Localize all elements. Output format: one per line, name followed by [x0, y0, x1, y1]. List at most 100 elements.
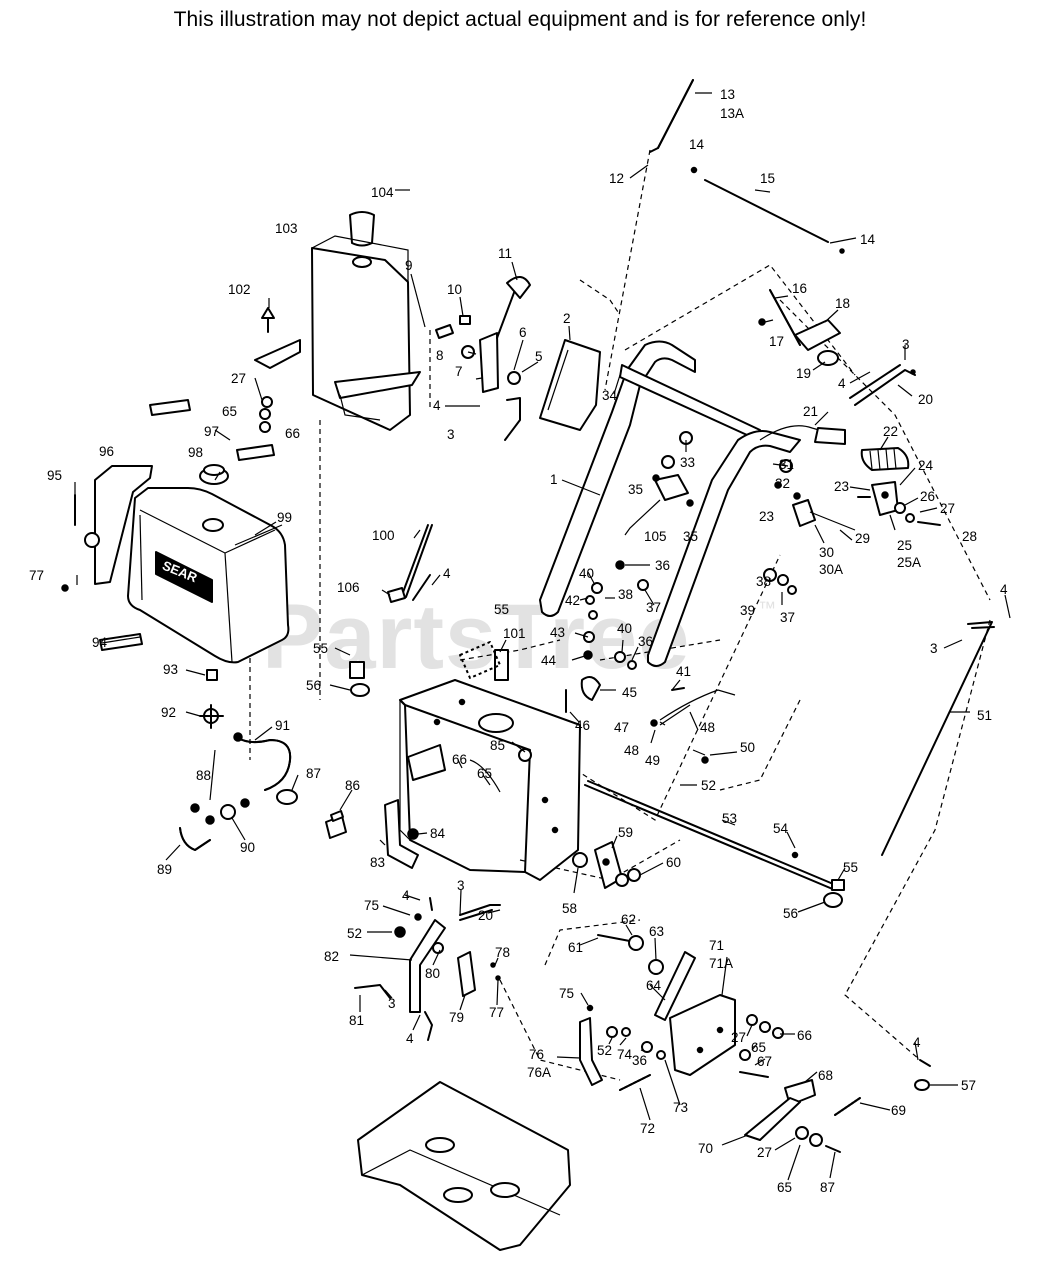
callout-84: 84 — [430, 826, 446, 841]
callout-44: 44 — [541, 653, 557, 668]
callout-37: 37 — [780, 610, 795, 625]
callout-24: 24 — [918, 458, 934, 473]
callout-4: 4 — [406, 1031, 414, 1046]
callout-5: 5 — [535, 349, 543, 364]
callout-55: 55 — [494, 602, 509, 617]
callout-45: 45 — [622, 685, 637, 700]
callout-63: 63 — [649, 924, 664, 939]
callout-48: 48 — [700, 720, 715, 735]
callout-98: 98 — [188, 445, 203, 460]
callout-3: 3 — [447, 427, 455, 442]
callout-39: 39 — [740, 603, 755, 618]
callout-87: 87 — [306, 766, 321, 781]
callout-100: 100 — [372, 528, 395, 543]
callout-55: 55 — [843, 860, 858, 875]
callout-94: 94 — [92, 635, 108, 650]
partstree-watermark: PartsTree — [262, 586, 691, 688]
lower-center-linkage — [579, 1004, 666, 1091]
callout-18: 18 — [835, 296, 850, 311]
throttle-rod — [387, 524, 433, 603]
callout-3: 3 — [388, 996, 396, 1011]
callout-34: 34 — [602, 388, 618, 403]
callout-28: 28 — [962, 529, 977, 544]
callout-29: 29 — [855, 531, 870, 546]
callout-61: 61 — [568, 940, 583, 955]
panel-bracket-assembly — [254, 211, 421, 431]
callout-6: 6 — [519, 325, 527, 340]
callout-40: 40 — [617, 621, 632, 636]
callout-66: 66 — [285, 426, 300, 441]
callout-57: 57 — [961, 1078, 976, 1093]
callout-3: 3 — [930, 641, 938, 656]
callout-16: 16 — [792, 281, 807, 296]
callout-8: 8 — [436, 348, 444, 363]
callout-10: 10 — [447, 282, 462, 297]
callout-89: 89 — [157, 862, 172, 877]
callout-21: 21 — [803, 404, 818, 419]
callout-43: 43 — [550, 625, 565, 640]
callout-74: 74 — [617, 1047, 633, 1062]
callout-13: 13 — [720, 87, 735, 102]
callout-41: 41 — [676, 664, 691, 679]
callout-31: 31 — [779, 457, 794, 472]
callout-54: 54 — [773, 821, 789, 836]
callout-7: 7 — [455, 364, 463, 379]
callout-60: 60 — [666, 855, 681, 870]
callout-27: 27 — [940, 501, 955, 516]
callout-65: 65 — [751, 1040, 766, 1055]
callout-14: 14 — [860, 232, 876, 247]
callout-52: 52 — [347, 926, 362, 941]
callout-51: 51 — [977, 708, 992, 723]
callout-75: 75 — [559, 986, 574, 1001]
handle-frame — [539, 340, 846, 667]
callout-95: 95 — [47, 468, 62, 483]
callout-19: 19 — [796, 366, 811, 381]
callout-76a: 76A — [527, 1065, 551, 1080]
callout-67: 67 — [757, 1054, 772, 1069]
callout-30a: 30A — [819, 562, 843, 577]
callout-38: 38 — [618, 587, 633, 602]
callout-53: 53 — [722, 811, 737, 826]
callout-20: 20 — [918, 392, 933, 407]
hardware-cluster — [565, 560, 797, 764]
callout-80: 80 — [425, 966, 440, 981]
callout-59: 59 — [618, 825, 633, 840]
callout-75: 75 — [364, 898, 379, 913]
callout-23: 23 — [759, 509, 774, 524]
callout-26: 26 — [920, 489, 935, 504]
callout-97: 97 — [204, 424, 219, 439]
callout-68: 68 — [818, 1068, 833, 1083]
callout-38: 38 — [756, 574, 771, 589]
callout-47: 47 — [614, 720, 629, 735]
callout-20: 20 — [478, 908, 493, 923]
callout-13a: 13A — [720, 106, 744, 121]
lower-right-plate-assembly — [597, 934, 736, 1076]
callout-86: 86 — [345, 778, 360, 793]
callout-77: 77 — [29, 568, 44, 583]
lower-left-linkage — [354, 897, 501, 1041]
callout-12: 12 — [609, 171, 624, 186]
main-housing — [399, 679, 581, 881]
callout-102: 102 — [228, 282, 251, 297]
callout-83: 83 — [370, 855, 385, 870]
callout-4: 4 — [402, 888, 410, 903]
callout-4: 4 — [433, 398, 441, 413]
callout-15: 15 — [760, 171, 775, 186]
callout-79: 79 — [449, 1010, 464, 1025]
callout-46: 46 — [575, 718, 590, 733]
callout-64: 64 — [646, 978, 662, 993]
callout-73: 73 — [673, 1100, 688, 1115]
callout-37: 37 — [646, 600, 661, 615]
callout-65: 65 — [477, 766, 492, 781]
callout-25a: 25A — [897, 555, 921, 570]
callout-32: 32 — [775, 476, 790, 491]
callout-71a: 71A — [709, 956, 733, 971]
callout-33: 33 — [680, 455, 695, 470]
callout-4: 4 — [443, 566, 451, 581]
cable-fittings — [349, 641, 509, 697]
callout-40: 40 — [579, 566, 594, 581]
callout-52: 52 — [701, 778, 716, 793]
callout-14: 14 — [689, 137, 705, 152]
callout-103: 103 — [275, 221, 298, 236]
callout-labels: 13 13A 14 12 15 14 104 103 11 9 10 102 1… — [29, 87, 1008, 1195]
